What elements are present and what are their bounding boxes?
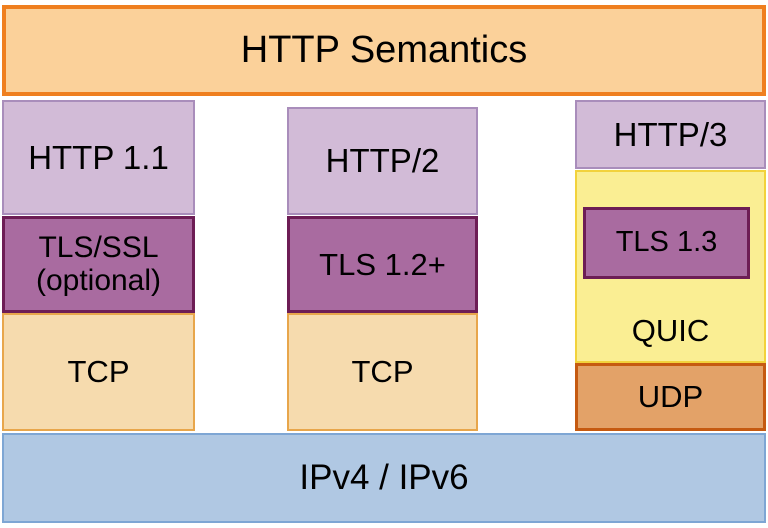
http-semantics-banner: HTTP Semantics <box>2 5 766 96</box>
tcp-box-http1: TCP <box>2 313 195 431</box>
tcp-box-http2: TCP <box>287 313 478 431</box>
http-1-1-box: HTTP 1.1 <box>2 100 195 215</box>
ipv4-ipv6-layer: IPv4 / IPv6 <box>2 433 766 523</box>
tls-ssl-optional-box: TLS/SSL (optional) <box>2 216 195 313</box>
tls-1-2-plus-box: TLS 1.2+ <box>287 216 478 313</box>
http-2-box: HTTP/2 <box>287 107 478 215</box>
udp-box: UDP <box>575 363 766 431</box>
tls-1-3-box: TLS 1.3 <box>583 207 750 279</box>
http-3-box: HTTP/3 <box>575 100 766 169</box>
